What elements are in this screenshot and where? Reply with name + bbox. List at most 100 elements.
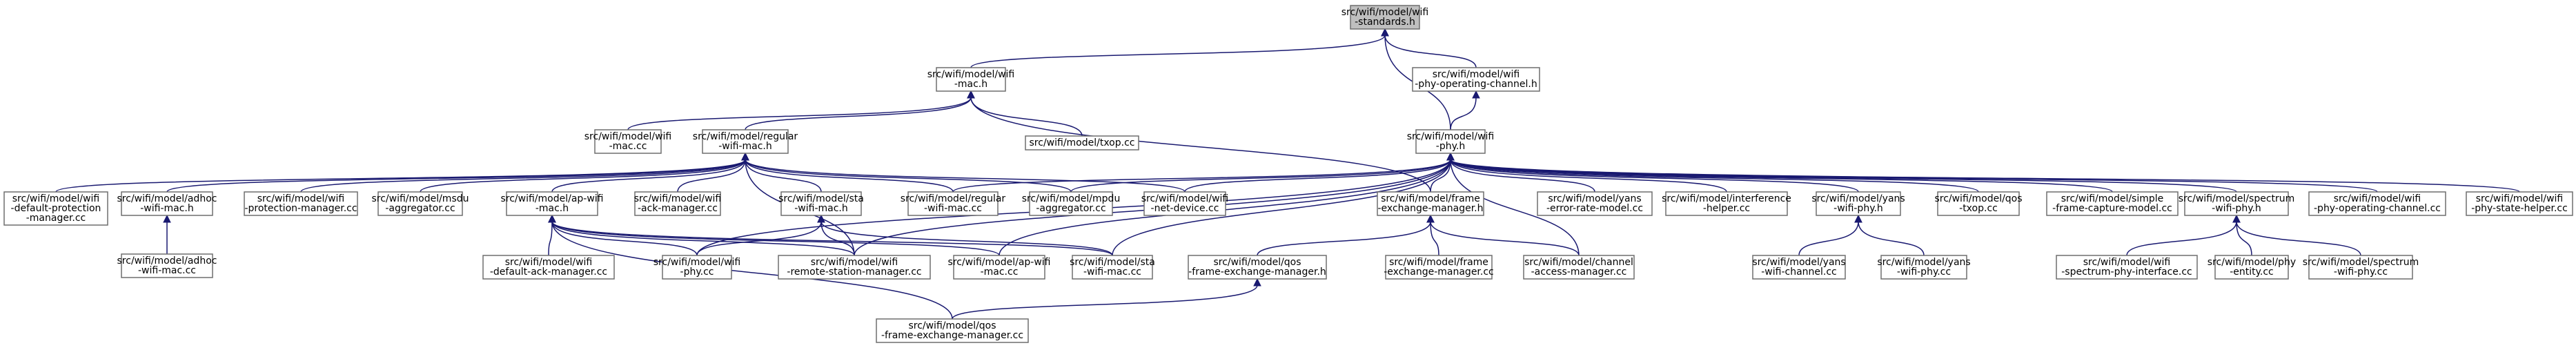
node-box [2308,191,2446,216]
node-label: src/wifi/model/adhoc [117,255,217,266]
node-box [662,255,732,280]
node-label: -entity.cc [2230,266,2274,278]
node-qostxop-cc[interactable]: src/wifi/model/qos-txop.cc [1934,191,2023,216]
arrow-head-icon [817,214,825,223]
node-box [1523,255,1635,280]
node-chacc-cc[interactable]: src/wifi/model/channel-access-manager.cc [1523,255,1635,280]
node-label: src/wifi/model/wifi [584,131,672,142]
dependency-edge [1450,159,1595,193]
node-label: -wifi-phy.h [1833,203,1883,214]
node-label: src/wifi/model/phy [2208,257,2296,268]
node-label: src/wifi/model/wifi [1341,7,1429,18]
node-label: -frame-capture-model.cc [2052,203,2172,214]
node-yansphy-cc[interactable]: src/wifi/model/yans-wifi-phy.cc [1877,255,1971,280]
node-regular-h[interactable]: src/wifi/model/regular-wifi-mac.h [693,129,798,154]
node-label: -frame-exchange-manager.cc [881,330,1023,341]
node-label: src/wifi/model/yans [1811,193,1905,204]
dependency-edge [1450,159,2237,193]
node-label: -wifi-phy.cc [2334,266,2388,278]
node-label: -standards.h [1355,17,1415,28]
node-box [1025,135,1139,151]
dependency-edge [627,97,972,130]
node-simple-cc[interactable]: src/wifi/model/simple-frame-capture-mode… [2046,191,2179,216]
dependency-edge [1184,159,1451,193]
node-label: -phy-state-helper.cc [2471,203,2568,214]
node-fem-cc[interactable]: src/wifi/model/frame-exchange-manager.cc [1384,255,1494,280]
node-yanschan-cc[interactable]: src/wifi/model/yans-wifi-channel.cc [1752,255,1846,280]
dependency-edge [820,221,1113,256]
node-sta-cc[interactable]: src/wifi/model/sta-wifi-mac.cc [1070,255,1155,280]
node-defack-cc[interactable]: src/wifi/model/wifi-default-ack-manager.… [482,255,615,280]
node-apwifi-h[interactable]: src/wifi/model/ap-wifi-mac.h [500,191,604,216]
node-yanserr-cc[interactable]: src/wifi/model/yans-error-rate-model.cc [1537,191,1653,216]
node-defprot-cc[interactable]: src/wifi/model/wifi-default-protection-m… [3,191,108,226]
dependency-edge [1798,221,1859,256]
node-box [907,191,999,216]
node-mpdu-cc[interactable]: src/wifi/model/mpdu-aggregator.cc [1022,191,1121,216]
node-label: -error-rate-model.cc [1546,203,1643,214]
node-box [2214,255,2289,280]
node-wifimac-h[interactable]: src/wifi/model/wifi-mac.h [927,67,1015,92]
node-label: -wifi-mac.cc [138,265,196,276]
node-ackmgr-cc[interactable]: src/wifi/model/wifi-ack-manager.cc [634,191,722,216]
node-box [953,255,1045,280]
dependency-edge [745,159,1072,193]
node-box [506,191,598,216]
node-phystate-cc[interactable]: src/wifi/model/wifi-phy-state-helper.cc [2466,191,2573,216]
node-label: src/wifi/model/regular [901,193,1006,204]
node-netdev-cc[interactable]: src/wifi/model/wifi-net-device.cc [1141,191,1229,216]
dependency-edge [1450,159,1979,193]
node-sta-h[interactable]: src/wifi/model/sta-wifi-mac.h [778,191,864,216]
dependency-edge [952,159,1451,193]
node-label: -mac.cc [609,141,647,152]
node-box [482,255,615,280]
node-yansphy-h[interactable]: src/wifi/model/yans-wifi-phy.h [1811,191,1905,216]
node-phyentity-cc[interactable]: src/wifi/model/phy-entity.cc [2208,255,2296,280]
node-label: src/wifi/model/qos [1934,193,2022,204]
dependency-edge [970,97,1431,193]
node-label: src/wifi/model/qos [908,320,996,331]
node-interf-cc[interactable]: src/wifi/model/interference-helper.cc [1662,191,1791,216]
dependency-edge [551,221,953,320]
node-phyopch-cc[interactable]: src/wifi/model/wifi-phy-operating-channe… [2308,191,2446,216]
node-specphy-cc[interactable]: src/wifi/model/spectrum-wifi-phy.cc [2303,255,2419,280]
dependency-edge [952,284,1258,320]
dependency-edge [2236,221,2361,256]
node-msdu-cc[interactable]: src/wifi/model/msdu-aggregator.cc [371,191,469,216]
dependency-edge [551,159,746,193]
node-root[interactable]: src/wifi/model/wifi-standards.h [1341,5,1429,30]
dependency-edge [696,221,822,256]
node-spectrum-h[interactable]: src/wifi/model/spectrum-wifi-phy.h [2179,191,2295,216]
node-label: src/wifi/model/wifi [2334,193,2421,204]
node-apwifi-cc[interactable]: src/wifi/model/ap-wifi-mac.cc [947,255,1051,280]
node-protmgr-cc[interactable]: src/wifi/model/wifi-protection-manager.c… [244,191,358,216]
node-remote-cc[interactable]: src/wifi/model/wifi-remote-station-manag… [778,255,931,280]
node-wifimac-cc[interactable]: src/wifi/model/wifi-mac.cc [584,129,672,154]
node-label: -phy.cc [680,266,714,278]
node-label: -wifi-channel.cc [1761,266,1837,278]
node-box [2308,255,2413,280]
dependency-edge [745,97,972,130]
node-box [702,129,789,154]
node-phyopch-h[interactable]: src/wifi/model/wifi-phy-operating-channe… [1412,67,1540,92]
dependency-edge [420,159,746,193]
dependency-edge [970,35,1386,68]
node-label: src/wifi/model/ap-wifi [500,193,603,204]
node-label: src/wifi/model/ap-wifi [947,257,1050,268]
node-specintf-cc[interactable]: src/wifi/model/wifi-spectrum-phy-interfa… [2056,255,2198,280]
node-txop-cc[interactable]: src/wifi/model/txop.cc [1025,135,1139,151]
node-label: src/wifi/model/yans [1548,193,1641,204]
node-box [1752,255,1846,280]
arrow-head-icon [1446,152,1455,161]
node-fem-h[interactable]: src/wifi/model/frame-exchange-manager.h [1377,191,1484,216]
dependency-edge [55,159,746,193]
dependency-edge [677,159,746,193]
node-wifiphy-cc[interactable]: src/wifi/model/wifi-phy.cc [653,255,741,280]
node-wifiphy-h[interactable]: src/wifi/model/wifi-phy.h [1407,129,1495,154]
node-qosfem-h[interactable]: src/wifi/model/qos-frame-exchange-manage… [1188,255,1327,280]
node-adhoc-cc[interactable]: src/wifi/model/adhoc-wifi-mac.cc [117,253,217,278]
node-qosfem-cc[interactable]: src/wifi/model/qos-frame-exchange-manage… [876,318,1029,343]
node-regular-cc[interactable]: src/wifi/model/regular-wifi-mac.cc [901,191,1006,216]
node-adhoc-h[interactable]: src/wifi/model/adhoc-wifi-mac.h [117,191,217,216]
